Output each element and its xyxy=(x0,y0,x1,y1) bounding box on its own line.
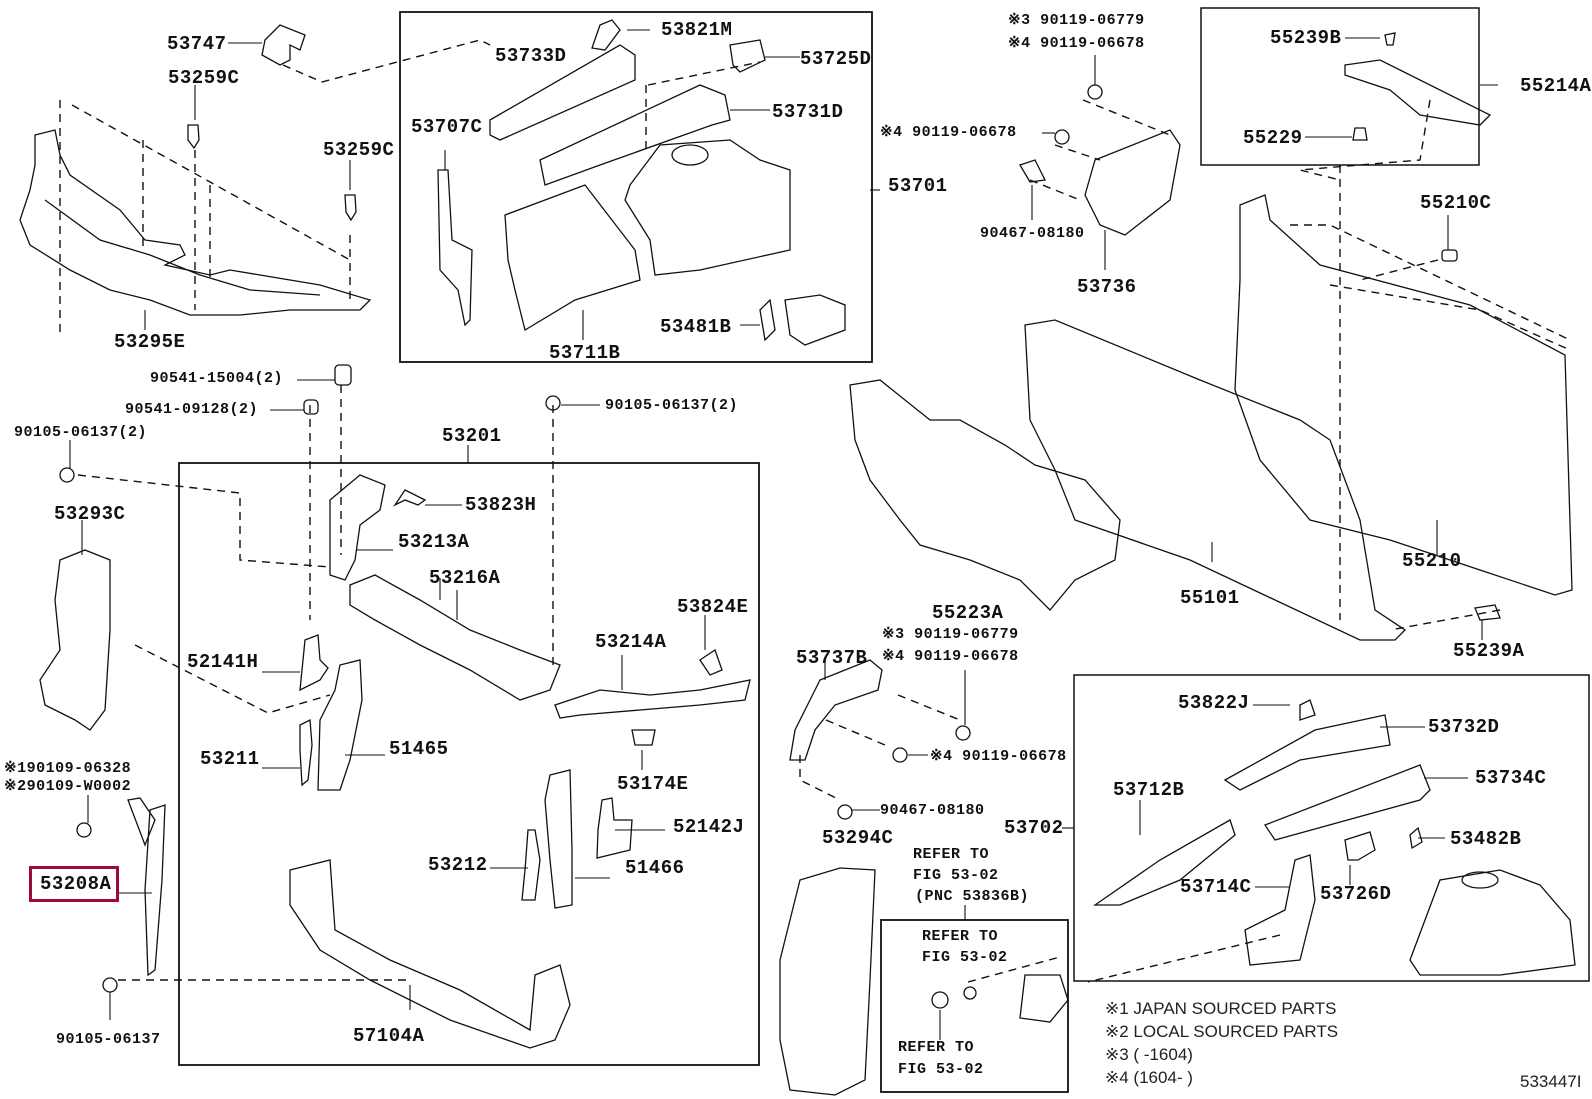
part-label-53736[interactable]: 53736 xyxy=(1077,276,1137,298)
part-label-53714c[interactable]: 53714C xyxy=(1180,876,1252,898)
ref-inner-bot-line2: FIG 53-02 xyxy=(898,1061,984,1078)
part-label-53726d[interactable]: 53726D xyxy=(1320,883,1392,905)
part-label-52141h[interactable]: 52141H xyxy=(187,651,259,673)
part-label-51465[interactable]: 51465 xyxy=(389,738,449,760)
part-label-52142j[interactable]: 52142J xyxy=(673,816,745,838)
part-label-53481b[interactable]: 53481B xyxy=(660,316,732,338)
part-label-53259c-a[interactable]: 53259C xyxy=(168,67,240,89)
part-label-55229[interactable]: 55229 xyxy=(1243,127,1303,149)
ref-inner-top-line1: REFER TO xyxy=(922,928,999,945)
ref-inner-bot-line1: REFER TO xyxy=(898,1039,975,1056)
part-sketches xyxy=(19,19,1576,1096)
highlight-box-53208a xyxy=(29,866,119,902)
ref-outer-line2: FIG 53-02 xyxy=(913,867,999,884)
group-box-53201 xyxy=(178,462,760,1066)
part-label-53294c[interactable]: 53294C xyxy=(822,827,894,849)
part-label-53701[interactable]: 53701 xyxy=(888,175,948,197)
part-label-53208a[interactable]: 53208A xyxy=(40,873,112,895)
part-label-53732d[interactable]: 53732D xyxy=(1428,716,1500,738)
part-label-53259c-b[interactable]: 53259C xyxy=(323,139,395,161)
fastener-label-90109-w0002[interactable]: ※290109-W0002 xyxy=(4,778,132,795)
part-label-53201[interactable]: 53201 xyxy=(442,425,502,447)
part-label-55210[interactable]: 55210 xyxy=(1402,550,1462,572)
fastener-label-90467-08180-low[interactable]: 90467-08180 xyxy=(880,802,985,819)
note-1: ※1 JAPAN SOURCED PARTS xyxy=(1105,999,1337,1018)
part-label-53711b[interactable]: 53711B xyxy=(549,342,621,364)
part-label-53293c[interactable]: 53293C xyxy=(54,503,126,525)
part-label-53214a[interactable]: 53214A xyxy=(595,631,667,653)
note-4: ※4 (1604- ) xyxy=(1105,1068,1193,1087)
fastener-label-90105-06137-mid[interactable]: 90105-06137(2) xyxy=(605,397,739,414)
note-2: ※2 LOCAL SOURCED PARTS xyxy=(1105,1022,1339,1041)
part-label-55101[interactable]: 55101 xyxy=(1180,587,1240,609)
fastener-label-90541-09128[interactable]: 90541-09128(2) xyxy=(125,401,259,418)
fastener-label-90467-08180-top[interactable]: 90467-08180 xyxy=(980,225,1085,242)
leader-lines xyxy=(69,29,1498,1040)
part-label-53725d[interactable]: 53725D xyxy=(800,48,872,70)
fastener-label-90119-06678-mid2[interactable]: ※4 90119-06678 xyxy=(882,648,1019,665)
part-label-53216a[interactable]: 53216A xyxy=(429,567,501,589)
ref-inner-top-line2: FIG 53-02 xyxy=(922,949,1008,966)
part-label-53712b[interactable]: 53712B xyxy=(1113,779,1185,801)
part-label-53734c[interactable]: 53734C xyxy=(1475,767,1547,789)
part-label-53482b[interactable]: 53482B xyxy=(1450,828,1522,850)
part-label-55210c[interactable]: 55210C xyxy=(1420,192,1492,214)
part-label-53821m[interactable]: 53821M xyxy=(661,19,733,41)
part-label-53733d[interactable]: 53733D xyxy=(495,45,567,67)
part-label-53213a[interactable]: 53213A xyxy=(398,531,470,553)
ref-outer-line3: (PNC 53836B) xyxy=(915,888,1030,905)
fastener-label-90541-15004[interactable]: 90541-15004(2) xyxy=(150,370,284,387)
part-label-53212[interactable]: 53212 xyxy=(428,854,488,876)
part-label-53822j[interactable]: 53822J xyxy=(1178,692,1250,714)
part-label-53823h[interactable]: 53823H xyxy=(465,494,537,516)
part-label-53731d[interactable]: 53731D xyxy=(772,101,844,123)
part-label-53747[interactable]: 53747 xyxy=(167,33,227,55)
fastener-label-90119-06779-top[interactable]: ※3 90119-06779 xyxy=(1008,12,1145,29)
fastener-label-90109-06328[interactable]: ※190109-06328 xyxy=(4,760,132,777)
part-label-53211[interactable]: 53211 xyxy=(200,748,260,770)
part-label-53295e[interactable]: 53295E xyxy=(114,331,186,353)
fastener-label-90105-06137-bottom[interactable]: 90105-06137 xyxy=(56,1031,161,1048)
fastener-label-90119-06678-mid[interactable]: ※4 90119-06678 xyxy=(880,124,1017,141)
figure-id: 533447I xyxy=(1520,1072,1582,1091)
fastener-label-90105-06137-left[interactable]: 90105-06137(2) xyxy=(14,424,148,441)
ref-outer-line1: REFER TO xyxy=(913,846,990,863)
fastener-label-90119-06678-top[interactable]: ※4 90119-06678 xyxy=(1008,35,1145,52)
part-label-53737b[interactable]: 53737B xyxy=(796,647,868,669)
fastener-label-90119-06678-low[interactable]: ※4 90119-06678 xyxy=(930,748,1067,765)
part-label-53824e[interactable]: 53824E xyxy=(677,596,749,618)
part-label-51466[interactable]: 51466 xyxy=(625,857,685,879)
part-label-55223a[interactable]: 55223A xyxy=(932,602,1004,624)
part-label-55214a[interactable]: 55214A xyxy=(1520,75,1592,97)
part-label-55239a[interactable]: 55239A xyxy=(1453,640,1525,662)
dashed-guides xyxy=(59,39,1571,983)
group-box-53701 xyxy=(399,11,873,363)
part-label-57104a[interactable]: 57104A xyxy=(353,1025,425,1047)
group-box-ref xyxy=(880,919,1069,1093)
part-label-53707c[interactable]: 53707C xyxy=(411,116,483,138)
fastener-label-90119-06779-mid[interactable]: ※3 90119-06779 xyxy=(882,626,1019,643)
part-label-55239b[interactable]: 55239B xyxy=(1270,27,1342,49)
note-3: ※3 ( -1604) xyxy=(1105,1045,1193,1064)
part-label-53174e[interactable]: 53174E xyxy=(617,773,689,795)
part-label-53702[interactable]: 53702 xyxy=(1004,817,1064,839)
